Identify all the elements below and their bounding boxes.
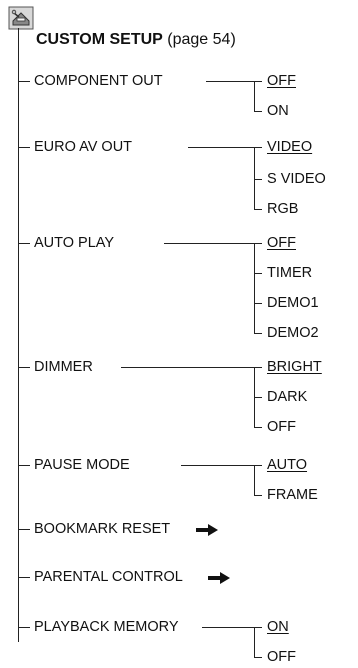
option-branch-line (254, 333, 262, 335)
menu-option: AUTO (267, 457, 308, 473)
option-branch-line (254, 303, 262, 305)
option-branch-line (254, 627, 262, 629)
branch-line (18, 147, 30, 149)
branch-line (18, 465, 30, 467)
option-branch-line (254, 179, 262, 181)
branch-line (18, 243, 30, 245)
menu-item-label: EURO AV OUT (34, 139, 133, 155)
menu-option: ON (267, 619, 289, 635)
branch-line (18, 81, 30, 83)
menu-item-label: PAUSE MODE (34, 457, 130, 473)
option-branch-line (254, 273, 262, 275)
menu-option: FRAME (267, 487, 318, 503)
option-branch-line (254, 427, 262, 429)
option-branch-line (254, 367, 262, 369)
branch-line (18, 577, 30, 579)
options-vertical-line (254, 465, 256, 495)
option-branch-line (254, 397, 262, 399)
option-branch-line (254, 495, 262, 497)
menu-option: BRIGHT (267, 359, 322, 375)
menu-option: ON (267, 103, 289, 119)
option-branch-line (254, 243, 262, 245)
tree-trunk-line (18, 28, 20, 642)
option-branch-line (254, 147, 262, 149)
option-branch-line (254, 111, 262, 113)
options-vertical-line (254, 627, 256, 657)
options-vertical-line (254, 147, 256, 209)
connector-line (121, 367, 254, 369)
menu-option: TIMER (267, 265, 313, 281)
menu-option: OFF (267, 649, 296, 665)
options-vertical-line (254, 81, 256, 111)
menu-item-label: COMPONENT OUT (34, 73, 163, 89)
menu-item-label: PLAYBACK MEMORY (34, 619, 179, 635)
connector-line (181, 465, 254, 467)
right-arrow-icon (208, 572, 230, 584)
menu-item-label: BOOKMARK RESET (34, 521, 171, 537)
menu-item-label: AUTO PLAY (34, 235, 115, 251)
menu-option: DEMO2 (267, 325, 319, 341)
title-main: CUSTOM SETUP (36, 31, 163, 48)
page-title: CUSTOM SETUP (page 54) (36, 32, 236, 48)
connector-line (202, 627, 254, 629)
branch-line (18, 529, 30, 531)
menu-option: RGB (267, 201, 299, 217)
title-page-reference: (page 54) (162, 31, 236, 48)
menu-item-label: DIMMER (34, 359, 93, 375)
toolbox-icon (8, 6, 34, 30)
connector-line (206, 81, 254, 83)
menu-option: VIDEO (267, 139, 313, 155)
connector-line (188, 147, 254, 149)
option-branch-line (254, 209, 262, 211)
option-branch-line (254, 81, 262, 83)
options-vertical-line (254, 243, 256, 333)
branch-line (18, 367, 30, 369)
menu-option: DEMO1 (267, 295, 319, 311)
menu-option: DARK (267, 389, 308, 405)
menu-option: OFF (267, 73, 296, 89)
connector-line (164, 243, 254, 245)
branch-line (18, 627, 30, 629)
menu-option: OFF (267, 235, 296, 251)
menu-option: S VIDEO (267, 171, 326, 187)
option-branch-line (254, 657, 262, 659)
menu-option: OFF (267, 419, 296, 435)
right-arrow-icon (196, 524, 218, 536)
option-branch-line (254, 465, 262, 467)
menu-item-label: PARENTAL CONTROL (34, 569, 183, 585)
